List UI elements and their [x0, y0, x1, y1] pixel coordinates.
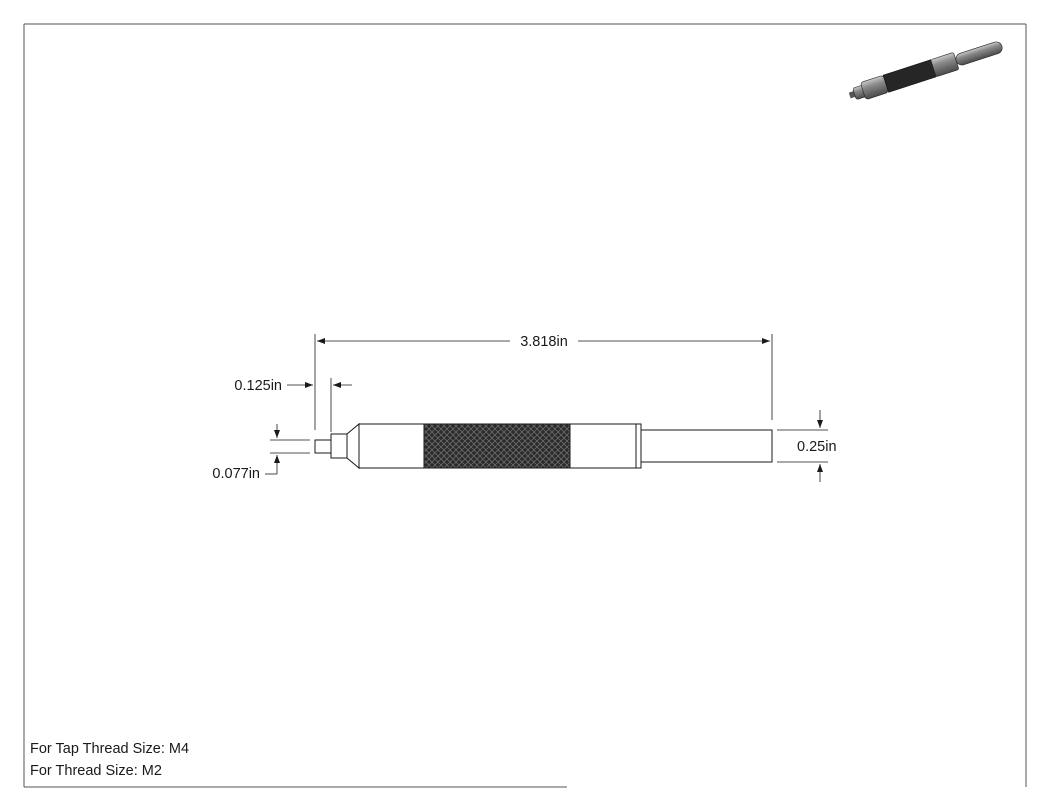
- dim-shank-diameter: [777, 410, 828, 482]
- knurled-grip: [423, 423, 571, 469]
- dim-tip-length: [287, 378, 352, 432]
- rear-body: [569, 423, 637, 469]
- dim-overall-length-label: 3.818in: [520, 334, 568, 350]
- dim-tip-diameter-label: 0.077in: [212, 466, 260, 482]
- tip: [314, 439, 332, 454]
- tip-collar: [330, 433, 348, 459]
- body-step: [635, 423, 642, 469]
- front-body: [358, 423, 425, 469]
- dim-tip-diameter: [265, 424, 310, 475]
- sheet-border: [23, 23, 1027, 788]
- tap-thread-note: For Tap Thread Size: M4: [30, 741, 190, 757]
- dim-shank-diameter-label: 0.25in: [797, 439, 837, 455]
- dim-overall-length: [314, 334, 773, 430]
- taper: [346, 422, 360, 470]
- shank: [640, 429, 773, 463]
- isometric-view: [848, 41, 1003, 100]
- thread-size-note: For Thread Size: M2: [30, 763, 162, 779]
- dim-tip-length-label: 0.125in: [234, 378, 282, 394]
- punch-side-view: [314, 422, 773, 470]
